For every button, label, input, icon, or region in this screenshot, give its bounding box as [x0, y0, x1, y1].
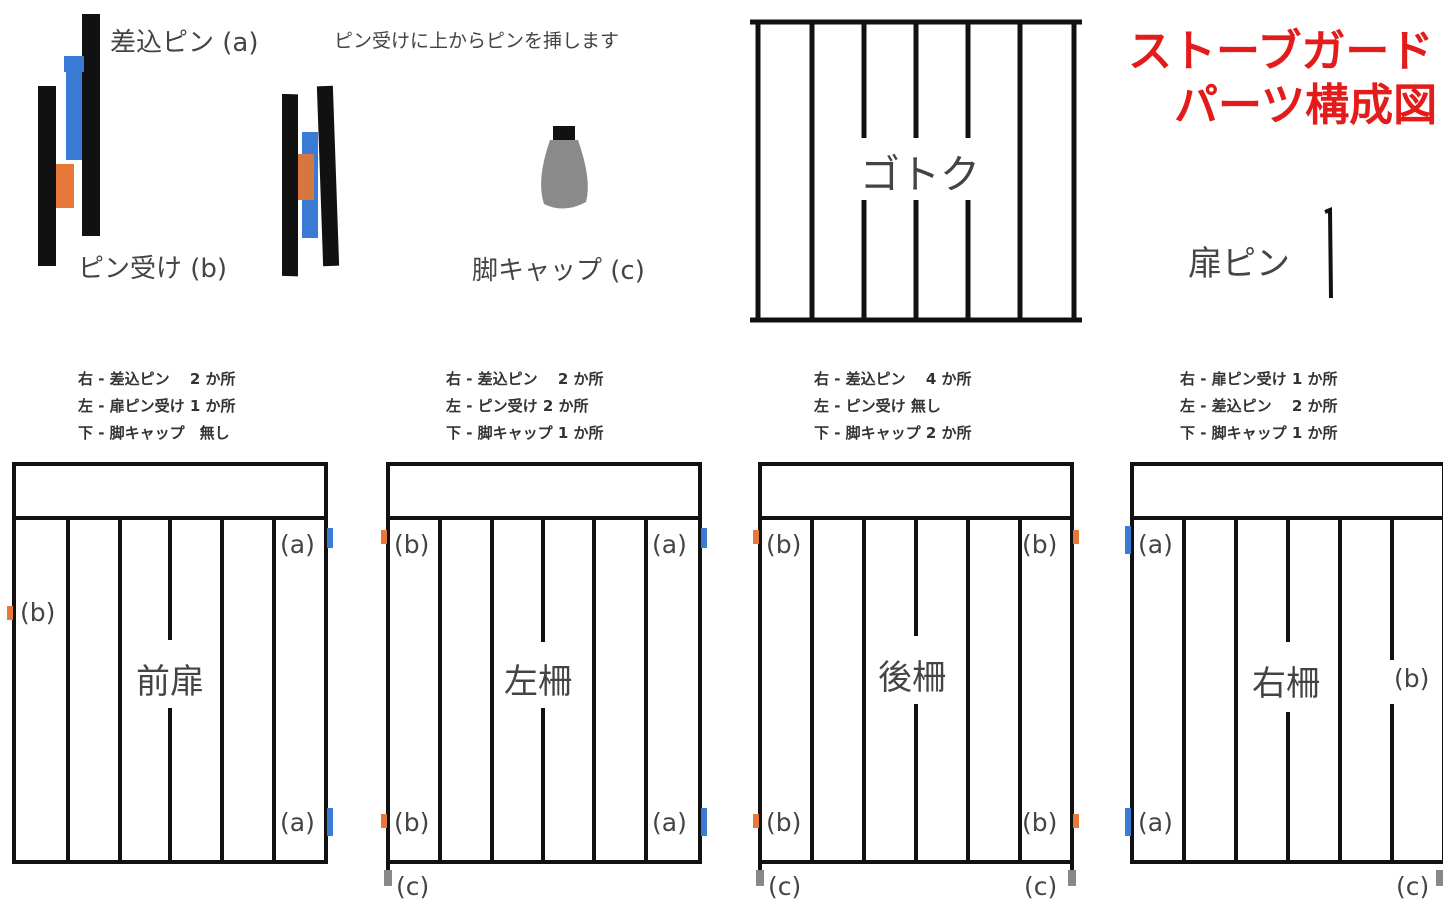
- insert-pin-marker: [327, 808, 333, 836]
- tag-a: (a): [1138, 530, 1173, 559]
- insert-pin-marker: [701, 528, 707, 548]
- pin-receiver-marker: [1073, 530, 1079, 544]
- front-door-panel: [12, 462, 328, 864]
- tag-c: (c): [1024, 872, 1058, 901]
- instruction-text: ピン受けに上からピンを挿します: [334, 30, 620, 52]
- spec-line: 右 - 差込ピン 2 か所: [78, 370, 236, 388]
- leg-cap-illustration: [541, 126, 588, 209]
- pin-receiver-marker: [381, 530, 387, 544]
- spec-line: 下 - 脚キャップ 無し: [78, 424, 230, 442]
- pin-receiver-marker: [753, 814, 759, 828]
- panel-specs: 右 - 差込ピン 2 か所 左 - 扉ピン受け 1 か所 下 - 脚キャップ 無…: [78, 366, 236, 447]
- spec-line: 左 - 扉ピン受け 1 か所: [78, 397, 236, 415]
- panel-name: 右柵: [1252, 654, 1320, 707]
- diagram-title-line2: パーツ構成図: [1174, 80, 1438, 131]
- leg-cap-marker: [1436, 870, 1443, 886]
- pin-receiver-marker: [7, 606, 13, 620]
- door-pin-illustration: [1324, 207, 1333, 299]
- diagram-title-line1: ストーブガード: [1128, 26, 1434, 77]
- pin-receiver-marker: [1073, 814, 1079, 828]
- tag-b: (b): [766, 530, 802, 559]
- leg-cap-marker: [756, 870, 764, 886]
- panel-specs: 右 - 扉ピン受け 1 か所 左 - 差込ピン 2 か所 下 - 脚キャップ 1…: [1180, 366, 1338, 447]
- rear-fence-panel: [758, 462, 1074, 878]
- pin-receiver-marker: [753, 530, 759, 544]
- tag-b: (b): [766, 808, 802, 837]
- tag-c: (c): [1396, 872, 1430, 901]
- door-pin-label: 扉ピン: [1188, 244, 1290, 284]
- tag-b: (b): [394, 530, 430, 559]
- pin-inserted-illustration: [282, 85, 340, 277]
- spec-line: 左 - ピン受け 2 か所: [446, 397, 589, 415]
- panel-name: 前扉: [136, 652, 204, 705]
- insert-pin-label: 差込ピン (a): [110, 28, 259, 58]
- insert-pin-marker: [327, 528, 333, 548]
- panel-name: 左柵: [504, 652, 572, 705]
- tag-b: (b): [394, 808, 430, 837]
- spec-line: 右 - 扉ピン受け 1 か所: [1180, 370, 1338, 388]
- spec-line: 下 - 脚キャップ 2 か所: [814, 424, 972, 442]
- panel-name: 後柵: [878, 648, 946, 701]
- tag-b: (b): [1394, 664, 1430, 693]
- leg-cap-marker: [1068, 870, 1076, 886]
- spec-line: 左 - 差込ピン 2 か所: [1180, 397, 1338, 415]
- insert-pin-marker: [1125, 526, 1131, 554]
- panel-specs: 右 - 差込ピン 4 か所 左 - ピン受け 無し 下 - 脚キャップ 2 か所: [814, 366, 972, 447]
- insert-pin-illustration: [38, 14, 100, 266]
- trivet-label: ゴトク: [856, 142, 984, 200]
- tag-a: (a): [280, 808, 315, 837]
- left-fence-panel: [386, 462, 702, 878]
- spec-line: 左 - ピン受け 無し: [814, 397, 941, 415]
- trivet-illustration: [750, 19, 1082, 323]
- tag-a: (a): [652, 808, 687, 837]
- tag-a: (a): [652, 530, 687, 559]
- pin-receiver-marker: [381, 814, 387, 828]
- spec-line: 下 - 脚キャップ 1 か所: [446, 424, 604, 442]
- tag-c: (c): [396, 872, 430, 901]
- right-fence-panel: [1130, 462, 1443, 864]
- spec-line: 下 - 脚キャップ 1 か所: [1180, 424, 1338, 442]
- pin-receiver-label: ピン受け (b): [78, 254, 228, 284]
- tag-a: (a): [1138, 808, 1173, 837]
- panel-specs: 右 - 差込ピン 2 か所 左 - ピン受け 2 か所 下 - 脚キャップ 1 …: [446, 366, 604, 447]
- tag-b: (b): [1022, 530, 1058, 559]
- spec-line: 右 - 差込ピン 2 か所: [446, 370, 604, 388]
- leg-cap-label: 脚キャップ (c): [472, 256, 645, 286]
- leg-cap-marker: [384, 870, 392, 886]
- tag-a: (a): [280, 530, 315, 559]
- insert-pin-marker: [701, 808, 707, 836]
- insert-pin-marker: [1125, 808, 1131, 836]
- spec-line: 右 - 差込ピン 4 か所: [814, 370, 972, 388]
- tag-b: (b): [1022, 808, 1058, 837]
- tag-b: (b): [20, 598, 56, 627]
- tag-c: (c): [768, 872, 802, 901]
